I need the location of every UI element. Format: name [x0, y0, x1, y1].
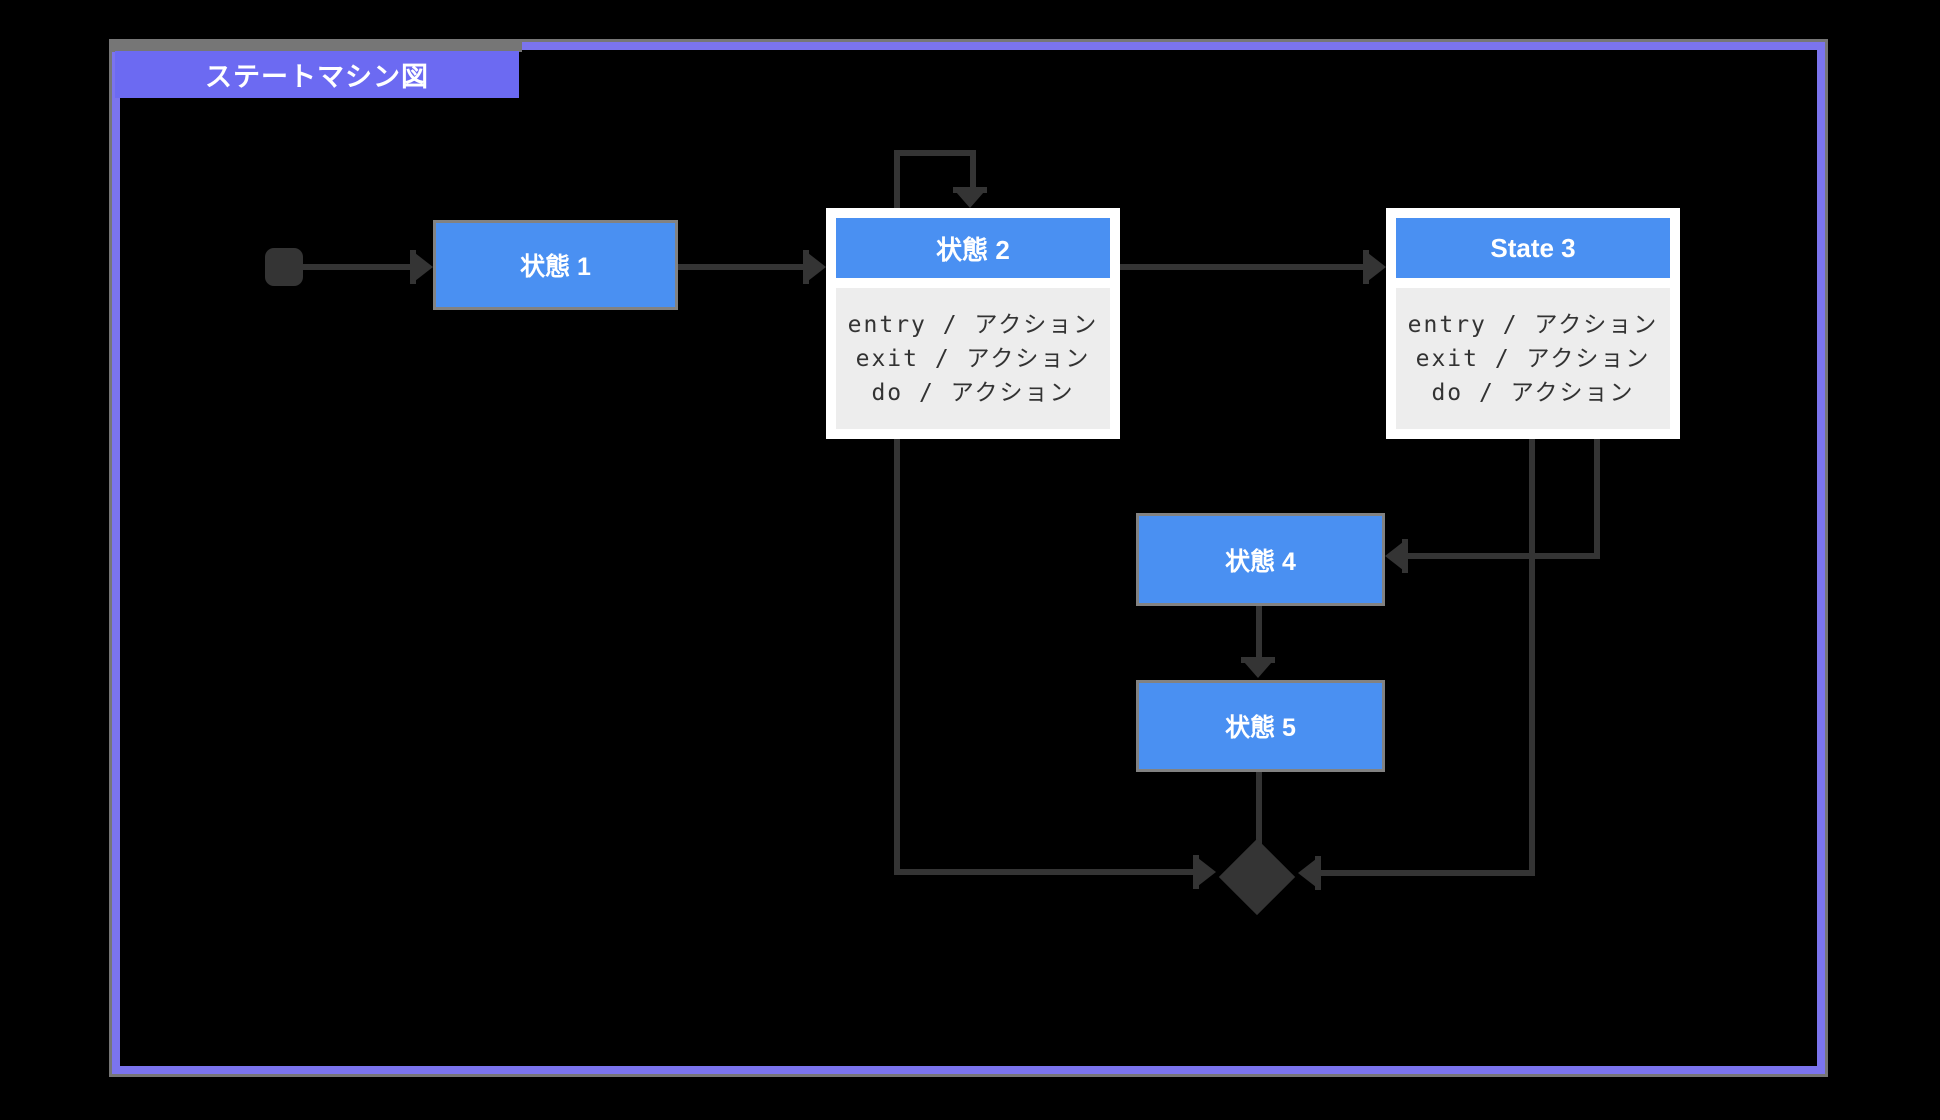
- diagram-title-tab: ステートマシン図: [115, 51, 519, 98]
- state-3-actions: entry / アクション exit / アクション do / アクション: [1396, 288, 1670, 429]
- edge-line: [1319, 870, 1535, 876]
- edge-line: [970, 150, 976, 190]
- edge-line: [894, 150, 976, 156]
- arrowhead-bar: [1241, 657, 1275, 663]
- state-3-node: State 3 entry / アクション exit / アクション do / …: [1386, 208, 1680, 439]
- arrowhead-bar: [410, 250, 416, 284]
- action-line-do: do / アクション: [871, 379, 1075, 406]
- edge-line: [1256, 772, 1262, 848]
- state-5-label: 状態 5: [1225, 714, 1296, 742]
- arrowhead-icon: [415, 253, 433, 281]
- arrowhead-icon: [1385, 542, 1403, 570]
- diagram-frame: [112, 42, 1825, 1074]
- state-2-node: 状態 2 entry / アクション exit / アクション do / アクシ…: [826, 208, 1120, 439]
- action-line-exit: exit / アクション: [855, 345, 1091, 372]
- initial-state-node: [265, 248, 303, 286]
- title-tab-cap: [112, 39, 522, 52]
- arrowhead-bar: [803, 250, 809, 284]
- arrowhead-icon: [1244, 662, 1272, 678]
- action-line-do: do / アクション: [1431, 379, 1635, 406]
- arrowhead-icon: [956, 192, 984, 208]
- action-line-exit: exit / アクション: [1415, 345, 1651, 372]
- edge-line: [1405, 553, 1600, 559]
- arrowhead-bar: [1402, 539, 1408, 573]
- arrowhead-icon: [808, 253, 826, 281]
- edge-line: [894, 869, 1196, 875]
- arrowhead-bar: [1315, 856, 1321, 890]
- state-3-header: State 3: [1396, 218, 1670, 278]
- edge-line: [1529, 439, 1535, 876]
- edge-line: [678, 264, 804, 270]
- action-line-entry: entry / アクション: [1407, 311, 1659, 338]
- state-2-actions: entry / アクション exit / アクション do / アクション: [836, 288, 1110, 429]
- edge-line: [894, 150, 900, 208]
- diagram-title: ステートマシン図: [205, 62, 429, 92]
- edge-line: [300, 264, 411, 270]
- state-3-label: State 3: [1490, 232, 1576, 263]
- action-line-entry: entry / アクション: [847, 311, 1099, 338]
- state-1-node: 状態 1: [433, 220, 678, 310]
- edge-line: [1594, 439, 1600, 559]
- arrowhead-bar: [953, 187, 987, 193]
- arrowhead-icon: [1198, 858, 1216, 886]
- arrowhead-icon: [1298, 859, 1316, 887]
- arrowhead-bar: [1193, 855, 1199, 889]
- state-1-label: 状態 1: [520, 253, 591, 281]
- edge-line: [894, 439, 900, 875]
- state-2-label: 状態 2: [936, 234, 1010, 265]
- state-4-label: 状態 4: [1225, 547, 1296, 576]
- state-2-header: 状態 2: [836, 218, 1110, 278]
- arrowhead-icon: [1368, 253, 1386, 281]
- edge-line: [1120, 264, 1364, 270]
- state-4-node: 状態 4: [1136, 513, 1385, 606]
- state-5-node: 状態 5: [1136, 680, 1385, 772]
- edge-line: [1256, 606, 1262, 662]
- arrowhead-bar: [1363, 250, 1369, 284]
